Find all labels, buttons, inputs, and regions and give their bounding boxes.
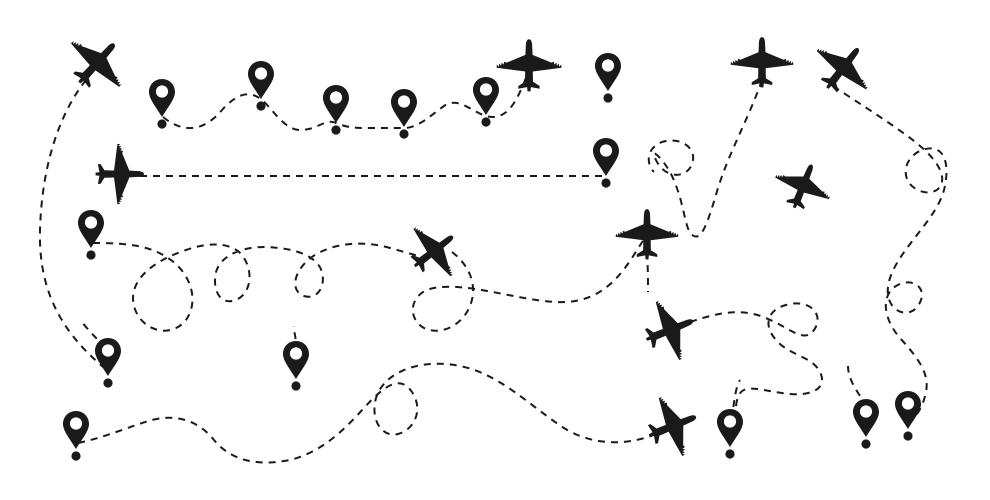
pin-hole [599,144,613,157]
pin-base-dot [103,378,113,388]
airplane-silhouette-icon [647,397,697,457]
route-right-s-curve [832,85,948,425]
routes-layer [38,64,948,464]
route-small-loop-to-upper-plane [647,79,763,238]
pin-hole [84,216,98,229]
location-pin-route-line-end [593,138,619,188]
pin-base-dot [603,93,613,103]
pin-hole [479,83,493,96]
pin-teardrop-shape [593,138,619,176]
pin-base-dot [256,101,266,111]
pin-teardrop-shape [895,391,921,429]
route-bottom-long-wave [77,362,657,464]
location-pin-bottom-center [717,409,743,459]
pin-base-dot [291,381,301,391]
pin-teardrop-shape [323,85,349,123]
airplane-silhouette-icon [496,39,562,92]
pin-hole [69,417,83,430]
route-center-rising-right [411,233,648,332]
pin-hole [329,91,343,104]
route-serpentine-right [689,302,823,435]
location-pin-left-middle [78,210,104,260]
airplane-center [410,227,454,277]
route-top-left-takeoff [38,79,109,372]
pin-base-dot [399,129,409,139]
location-pin-bottom-right-2 [895,391,921,441]
airplane-top-right-outer [816,47,868,93]
airplane-silhouette-icon [775,164,830,210]
airplane-silhouette-icon [410,227,454,277]
pin-base-dot [601,178,611,188]
pin-teardrop-shape [149,79,175,117]
pin-teardrop-shape [95,338,121,376]
pin-teardrop-shape [248,61,274,99]
airplane-silhouette-icon [644,301,694,361]
pin-base-dot [157,119,167,129]
pin-hole [289,347,303,360]
location-pin-row-top-2 [248,61,274,111]
pin-base-dot [86,250,96,260]
pin-teardrop-shape [853,399,879,437]
pin-base-dot [71,451,81,461]
location-pin-row-top-5 [473,77,499,127]
pin-base-dot [903,431,913,441]
location-pin-center-lower [283,341,309,391]
pin-teardrop-shape [63,411,89,449]
airplane-silhouette-icon [615,209,679,260]
location-pin-left-lower [95,338,121,388]
airplane-left-level [95,143,144,205]
planes-layer [70,37,868,457]
pin-teardrop-shape [283,341,309,379]
airplane-silhouette-icon [816,47,868,93]
location-pin-bottom-left [63,411,89,461]
airplane-top-left [70,41,122,88]
pin-teardrop-shape [473,77,499,115]
pin-teardrop-shape [391,89,417,127]
airplane-top-center [496,39,562,92]
pin-teardrop-shape [595,53,621,91]
location-pin-row-top-3 [323,85,349,135]
location-pin-row-top-1 [149,79,175,129]
pin-hole [723,415,737,428]
route-left-middle-with-loops [92,242,419,332]
location-pin-row-top-4 [391,89,417,139]
airplane-silhouette-icon [70,41,122,88]
airplane-mid-right [775,164,830,210]
location-pin-bottom-right-1 [853,399,879,449]
airplane-lower-center [644,301,694,361]
pin-base-dot [861,439,871,449]
pins-layer [63,53,921,461]
pin-hole [155,85,169,98]
airplane-top-right-upper [730,37,794,88]
pin-hole [397,95,411,108]
pin-hole [601,59,615,72]
airplane-silhouette-icon [95,143,144,205]
pin-base-dot [481,117,491,127]
pin-teardrop-shape [78,210,104,248]
airplane-silhouette-icon [730,37,794,88]
pin-hole [901,397,915,410]
location-pin-upper-right [595,53,621,103]
airplane-right-center [615,209,679,260]
pin-base-dot [331,125,341,135]
pin-base-dot [725,449,735,459]
pin-teardrop-shape [717,409,743,447]
airplane-bottom-center [647,397,697,457]
pin-hole [101,344,115,357]
pin-hole [254,67,268,80]
pin-hole [859,405,873,418]
